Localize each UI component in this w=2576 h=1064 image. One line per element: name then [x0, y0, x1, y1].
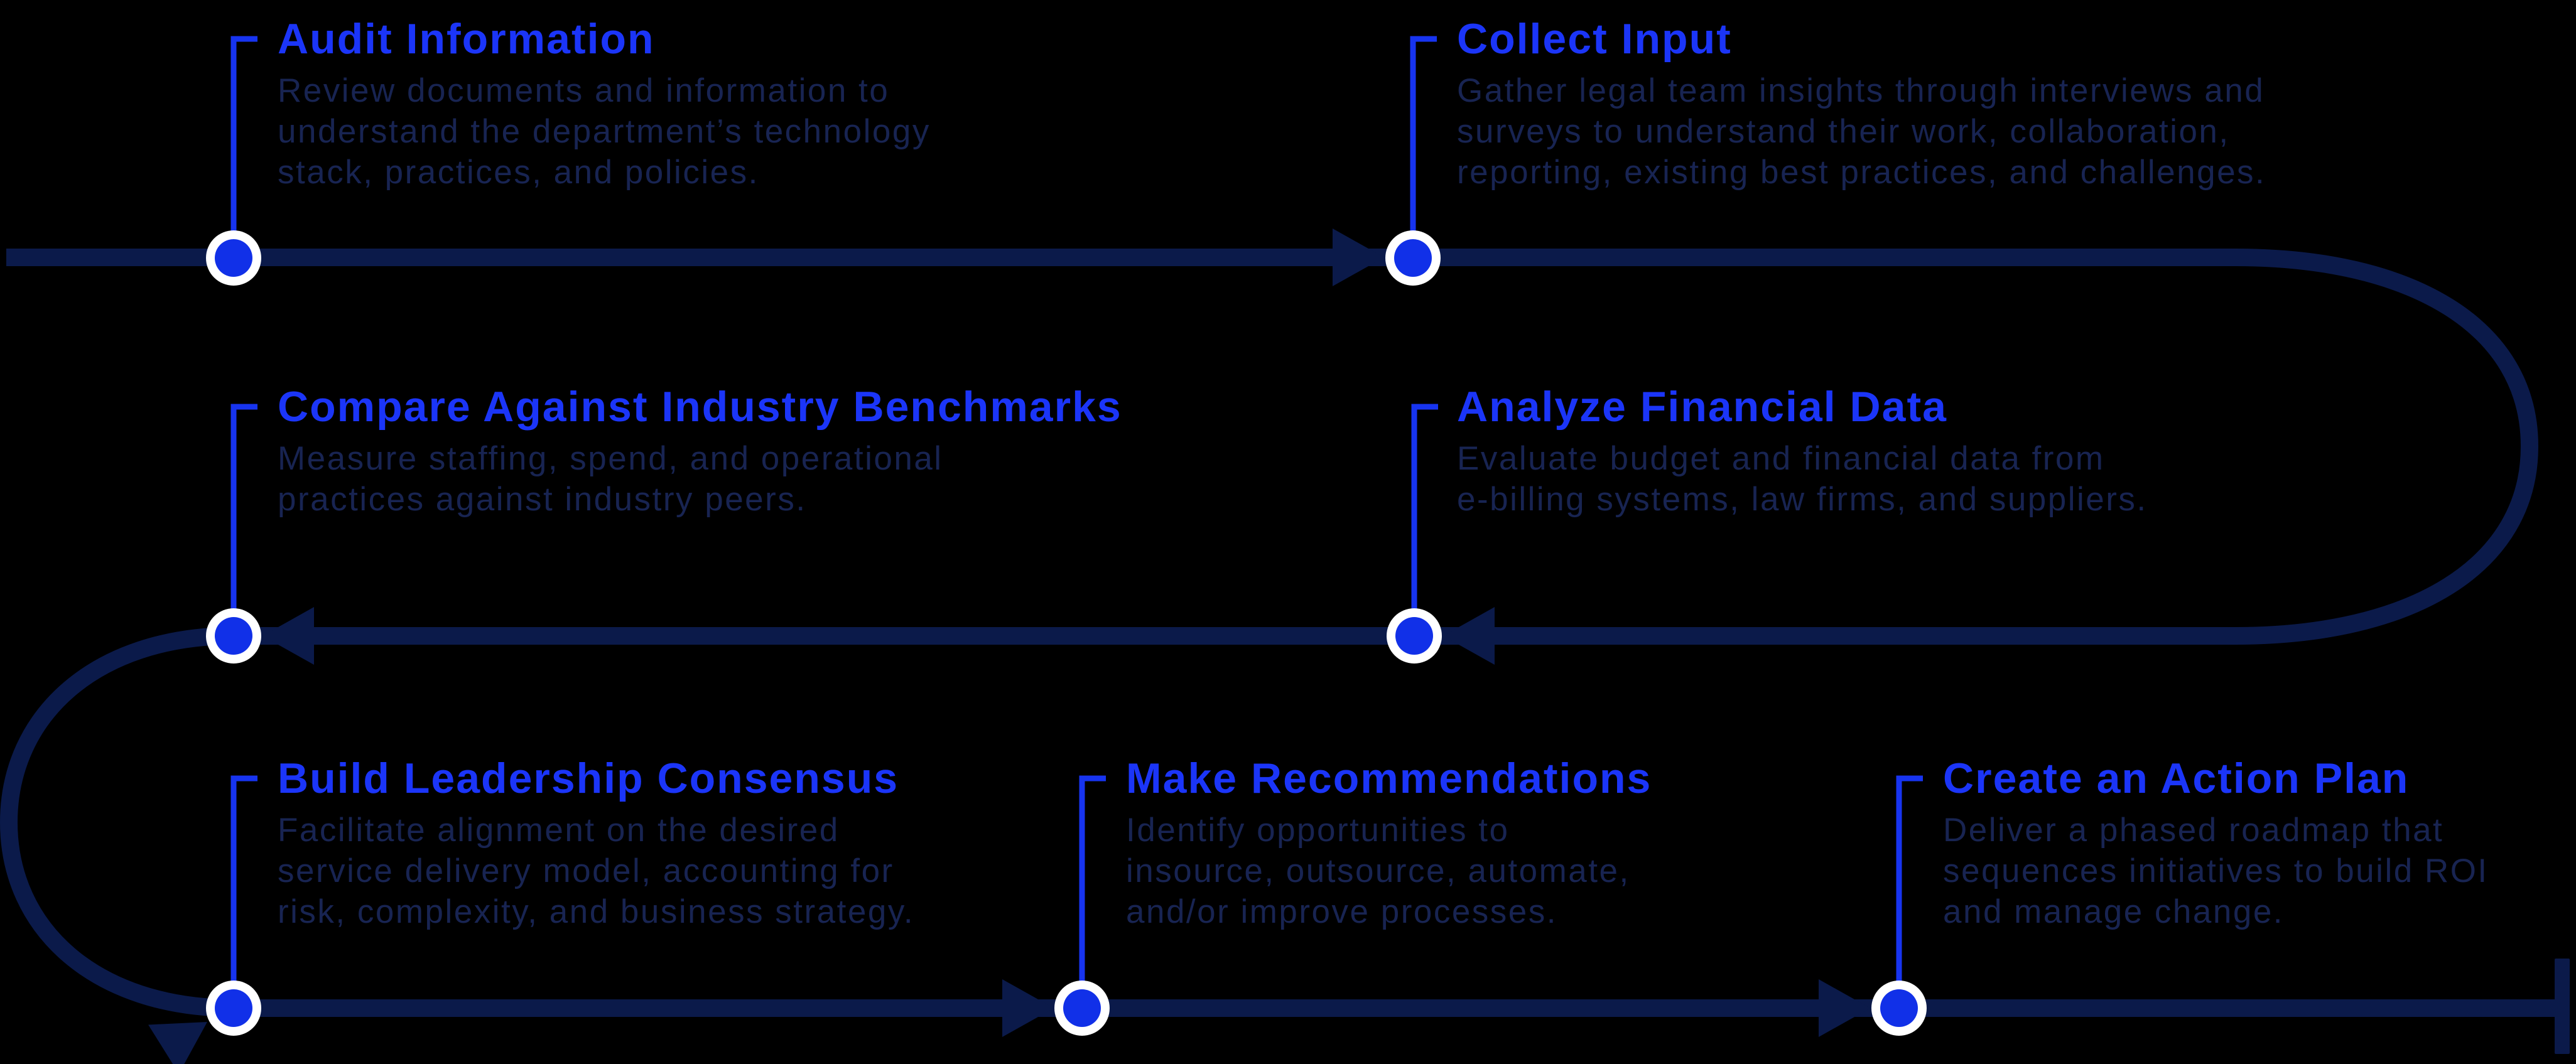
flow-line [0, 249, 2558, 1017]
arrow-right-icon [1819, 979, 1870, 1037]
step-audit-information: Audit Information Review documents and i… [278, 14, 931, 193]
step-make-recommendations: Make Recommendations Identify opportunit… [1126, 753, 1652, 932]
step-title: Audit Information [278, 15, 655, 63]
step-description: Deliver a phased roadmap that sequences … [1943, 812, 2489, 930]
step-node [1387, 608, 1442, 664]
arrow-left-icon [262, 607, 314, 665]
arrow-left-icon [1443, 607, 1495, 665]
step-collect-input: Collect Input Gather legal team insights… [1457, 14, 2266, 193]
step-description: Evaluate budget and financial data from … [1457, 440, 2148, 518]
step-description: Identify opportunities to insource, outs… [1126, 812, 1630, 930]
arrow-right-icon [1333, 228, 1384, 286]
step-title: Create an Action Plan [1943, 755, 2410, 802]
arrow-right-icon [1002, 979, 1054, 1037]
label-stem [1079, 775, 1106, 982]
step-description: Facilitate alignment on the desired serv… [278, 812, 915, 930]
label-stem [1896, 775, 1923, 982]
step-title: Make Recommendations [1126, 755, 1652, 802]
step-node [1871, 981, 1927, 1036]
step-title: Build Leadership Consensus [278, 755, 899, 802]
label-stem [230, 36, 257, 232]
step-node [1385, 230, 1441, 286]
step-description: Gather legal team insights through inter… [1457, 72, 2266, 191]
step-node [206, 608, 261, 664]
step-node [1054, 981, 1110, 1036]
label-stem [230, 404, 257, 610]
step-build-leadership-consensus: Build Leadership Consensus Facilitate al… [278, 753, 914, 932]
step-title: Analyze Financial Data [1457, 383, 1947, 431]
step-create-an-action-plan: Create an Action Plan Deliver a phased r… [1943, 753, 2489, 932]
step-title: Collect Input [1457, 15, 1732, 63]
arrow-curve-icon [148, 1022, 207, 1064]
step-title: Compare Against Industry Benchmarks [278, 383, 1122, 431]
step-description: Review documents and information to unde… [278, 72, 931, 191]
label-stem [1410, 36, 1437, 232]
step-compare-against-industry-benchmarks: Compare Against Industry Benchmarks Meas… [278, 382, 1122, 520]
step-description: Measure staffing, spend, and operational… [278, 440, 943, 518]
step-node [206, 981, 261, 1036]
step-analyze-financial-data: Analyze Financial Data Evaluate budget a… [1457, 382, 2148, 520]
step-node [206, 230, 261, 286]
label-stem [1411, 404, 1438, 610]
flow-end-cap [2555, 959, 2570, 1054]
label-stem [230, 775, 257, 982]
